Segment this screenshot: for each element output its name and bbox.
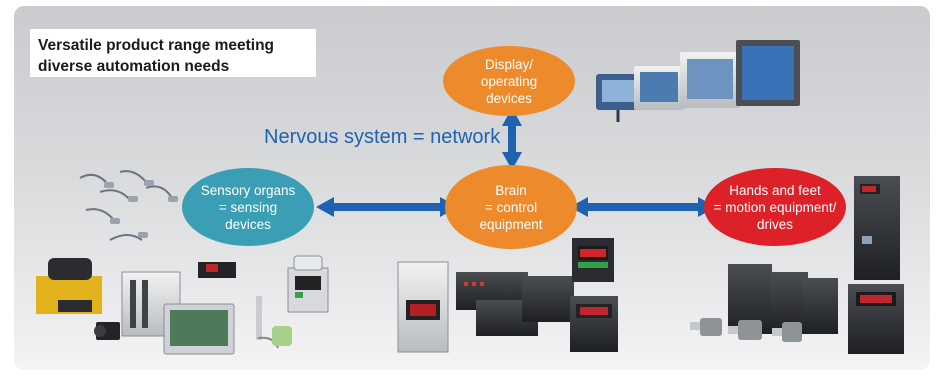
sensing-node-line-3: devices <box>225 216 271 232</box>
display-devices-node: Display/ operating devices <box>443 46 575 116</box>
control-equipment-image <box>397 238 618 353</box>
motion-equipment-image <box>690 176 904 354</box>
display-devices-image <box>596 40 800 122</box>
motion-node-line-2: = motion equipment/ <box>713 199 837 215</box>
sensing-devices-image <box>36 170 329 355</box>
sensing-node-line-1: Sensory organs <box>200 182 296 198</box>
title-line-2: diverse automation needs <box>38 58 230 75</box>
display-node-line-1: Display/ <box>484 56 533 72</box>
motion-equipment-node: Hands and feet = motion equipment/ drive… <box>704 168 846 246</box>
brain-node-line-3: equipment <box>479 216 543 232</box>
brain-node-line-2: = control <box>484 199 538 215</box>
sensing-node-line-2: = sensing <box>218 199 278 215</box>
motion-node-line-3: drives <box>756 216 793 232</box>
title-box: Versatile product range meeting diverse … <box>30 29 316 77</box>
arrow-brain-motion <box>570 197 716 217</box>
control-equipment-node: Brain = control equipment <box>445 165 577 249</box>
sensing-devices-node: Sensory organs = sensing devices <box>182 168 314 246</box>
title-line-1: Versatile product range meeting <box>38 37 275 54</box>
network-label: Nervous system = network <box>264 126 501 148</box>
arrow-display-brain <box>502 108 522 170</box>
display-node-line-2: operating <box>480 73 538 89</box>
motion-node-line-1: Hands and feet <box>729 182 821 198</box>
arrow-sensing-brain <box>316 197 458 217</box>
brain-node-line-1: Brain <box>495 182 527 198</box>
display-node-line-3: devices <box>486 90 532 106</box>
